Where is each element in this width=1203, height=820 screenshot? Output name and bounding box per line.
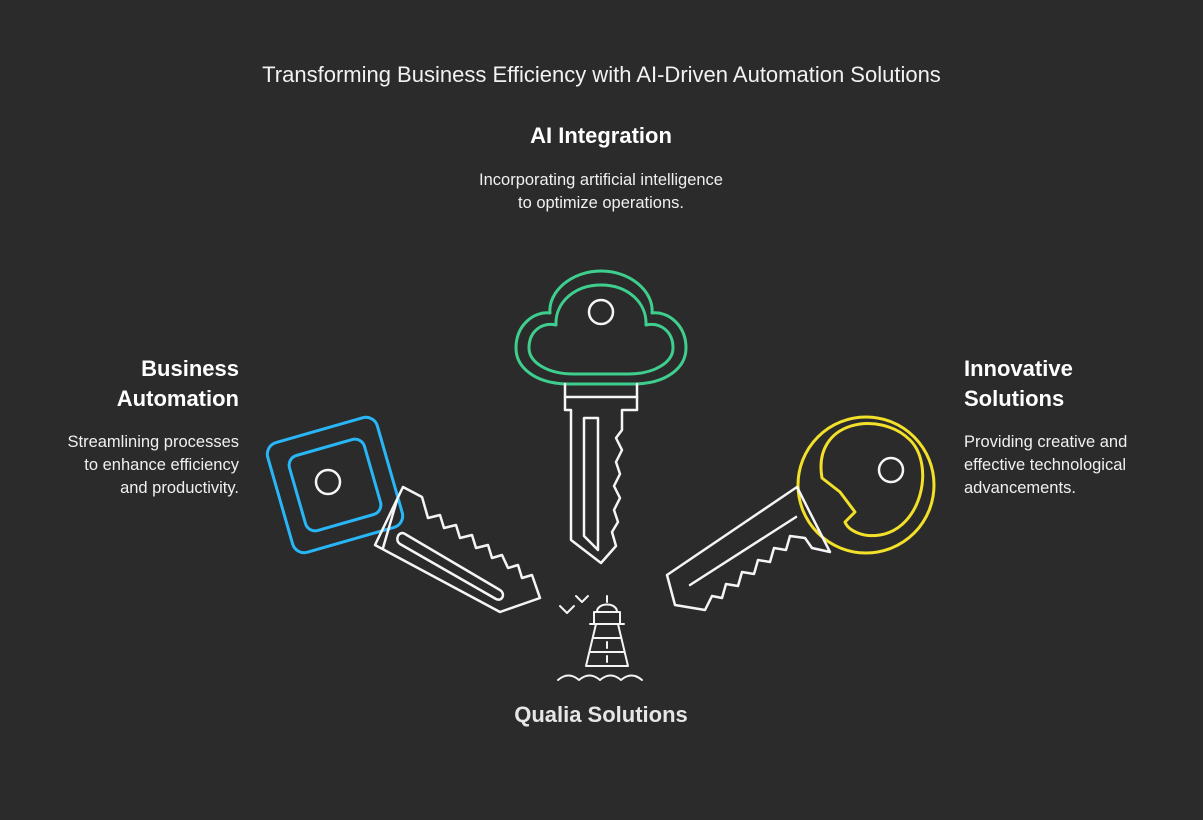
business-automation-heading-line1: Business bbox=[141, 356, 239, 381]
blue-key-icon bbox=[265, 415, 542, 614]
innovative-solutions-desc-line2: effective technological bbox=[964, 456, 1127, 474]
innovative-solutions-desc-line1: Providing creative and bbox=[964, 433, 1128, 451]
business-automation-description: Streamlining processes to enhance effici… bbox=[20, 431, 240, 500]
ai-integration-heading: AI Integration bbox=[530, 123, 672, 148]
innovative-solutions-description: Providing creative and effective technol… bbox=[964, 431, 1184, 500]
innovative-solutions-heading: Innovative Solutions bbox=[964, 354, 1184, 414]
business-automation-desc-line2: to enhance efficiency bbox=[84, 456, 239, 474]
innovative-solutions-heading-line1: Innovative bbox=[964, 356, 1073, 381]
business-automation-heading-line2: Automation bbox=[116, 386, 239, 411]
green-key-icon bbox=[514, 269, 688, 565]
brand-name: Qualia Solutions bbox=[514, 702, 688, 727]
lighthouse-icon bbox=[557, 595, 643, 681]
business-automation-heading: Business Automation bbox=[40, 354, 239, 414]
innovative-solutions-heading-line2: Solutions bbox=[964, 386, 1065, 411]
innovative-solutions-desc-line3: advancements. bbox=[964, 479, 1076, 497]
ai-integration-description: Incorporating artificial intelligence to… bbox=[479, 171, 723, 212]
diagram-title: Transforming Business Efficiency with AI… bbox=[262, 62, 941, 87]
yellow-key-icon bbox=[665, 415, 936, 612]
business-automation-desc-line3: and productivity. bbox=[120, 479, 239, 497]
business-automation-desc-line1: Streamlining processes bbox=[67, 433, 240, 451]
